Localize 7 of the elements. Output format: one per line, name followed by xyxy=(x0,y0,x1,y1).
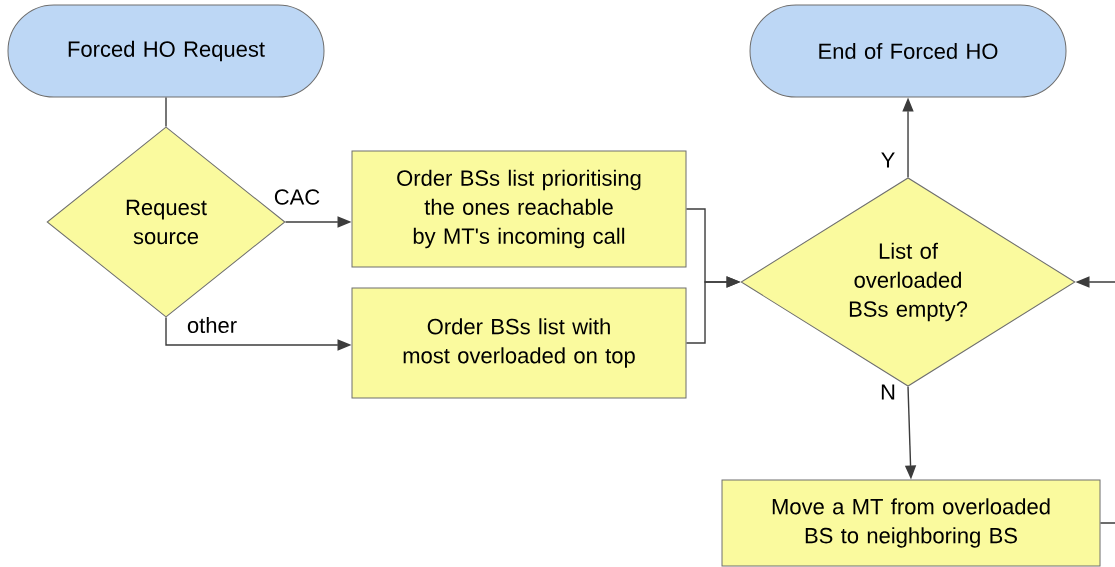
edge-label: other xyxy=(185,315,239,335)
terminal-box: Forced HO Request xyxy=(7,4,325,98)
terminal-box: End of Forced HO xyxy=(749,4,1067,98)
process-box: Order BSs list with most overloaded on top xyxy=(351,287,687,399)
edge-label: Y xyxy=(879,151,897,169)
process-box: Move a MT from overloaded BS to neighboring BS xyxy=(721,479,1101,567)
process-box: Order BSs list prioritising the ones reachable by MT's incoming call xyxy=(351,150,687,268)
